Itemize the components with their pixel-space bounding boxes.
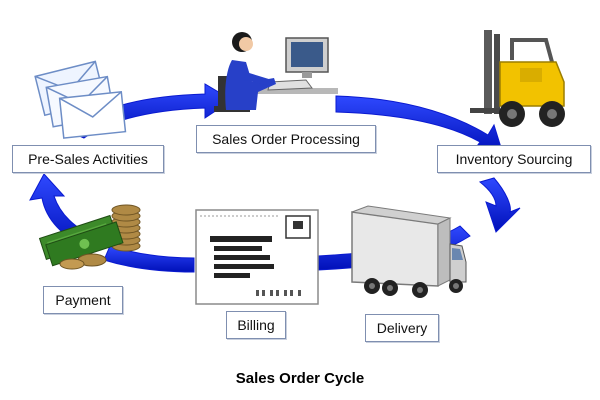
forklift-icon [470,30,565,127]
diagram-title: Sales Order Cycle [235,370,365,387]
label-payment: Payment [43,286,123,314]
envelopes-icon [34,60,127,139]
label-inventory-sourcing: Inventory Sourcing [437,145,591,173]
arrow-inventory-to-delivery [478,177,521,233]
label-pre-sales-activities: Pre-Sales Activities [12,145,164,173]
label-sales-order-processing: Sales Order Processing [196,125,376,153]
label-billing: Billing [226,311,286,339]
label-delivery: Delivery [365,314,439,342]
invoice-icon [195,209,319,305]
money-icon [38,204,141,270]
person-at-computer-icon [214,32,338,112]
truck-icon [351,205,467,298]
